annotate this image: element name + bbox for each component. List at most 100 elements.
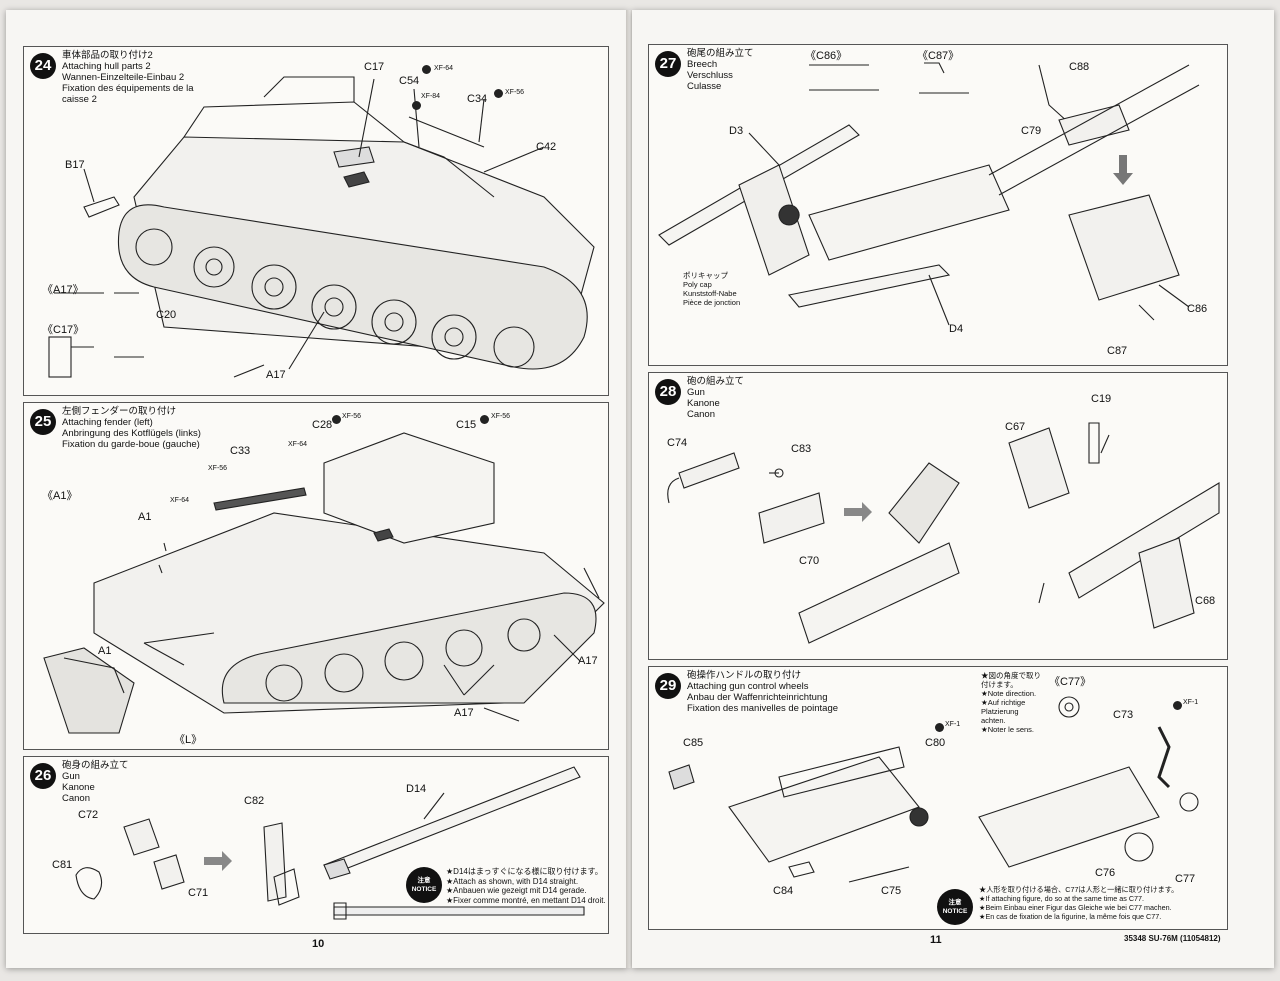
- paint-xf1: XF-1: [945, 721, 961, 728]
- notice-badge: 注意 NOTICE: [406, 867, 442, 903]
- notice-badge-jp: 注意: [948, 899, 962, 906]
- polycap-note: ポリキャップ Poly cap Kunststoff-Nabe Pièce de…: [683, 271, 740, 307]
- title-jp: 砲身の組み立て: [62, 760, 129, 771]
- step-28-panel: 28 砲の組み立て Gun Kanone Canon C74 C83 C70 C…: [648, 372, 1228, 660]
- title-en: Gun: [62, 771, 80, 782]
- paint-xf56: XF-56: [208, 465, 228, 472]
- step-26-panel: 26 砲身の組み立て Gun Kanone Canon D14 C72 C82 …: [23, 756, 609, 934]
- label-c76: C76: [1095, 867, 1116, 879]
- notice-line-en: ★If attaching figure, do so at the same …: [979, 894, 1145, 903]
- title-de: Anbringung des Kotflügels (links): [62, 428, 201, 439]
- step-titles: 砲操作ハンドルの取り付け Attaching gun control wheel…: [687, 670, 838, 714]
- notice-line-fr: ★En cas de fixation de la figurine, la m…: [979, 912, 1162, 921]
- label-c86: C86: [1187, 303, 1208, 315]
- title-de: Verschluss: [687, 70, 733, 81]
- notice-line-fr: ★Fixer comme montré, en mettant D14 droi…: [446, 895, 606, 905]
- title-de: Kanone: [687, 398, 720, 409]
- notice-badge-jp: 注意: [417, 877, 431, 884]
- paint-xf56: XF-56: [505, 89, 525, 96]
- page-number-left: 10: [312, 938, 325, 950]
- polycap-jp: ポリキャップ: [683, 271, 728, 280]
- paint-dot: [480, 415, 489, 424]
- label-c75: C75: [881, 885, 902, 897]
- label-b17: B17: [65, 159, 85, 171]
- notice-line-de: ★Beim Einbau einer Figur das Gleiche wie…: [979, 903, 1172, 912]
- label-c17: C17: [364, 61, 385, 73]
- title-de: Kanone: [62, 782, 95, 793]
- paint-xf64: XF-64: [434, 65, 454, 72]
- paint-dot: [1173, 701, 1182, 710]
- label-c71: C71: [188, 887, 209, 899]
- title-de: Anbau der Waffenrichteinrichtung: [687, 692, 828, 703]
- polycap-en: Poly cap: [683, 280, 712, 289]
- label-c77-sub: 《C77》: [1049, 676, 1092, 688]
- notice-text: ★人形を取り付ける場合、C77は人形と一緒に取り付けます。 ★If attach…: [979, 885, 1178, 921]
- label-c20: C20: [156, 309, 177, 321]
- step-titles: 砲尾の組み立て Breech Verschluss Culasse: [687, 48, 754, 92]
- title-en: Gun: [687, 387, 705, 398]
- gun-assembly-drawing: [667, 422, 1220, 644]
- paint-dot: [935, 723, 944, 732]
- title-de: Wannen-Einzelteile-Einbau 2: [62, 72, 185, 83]
- label-sub-a1: 《A1》: [42, 490, 78, 502]
- label-d14: D14: [406, 783, 427, 795]
- label-c84: C84: [773, 885, 794, 897]
- label-d4: D4: [949, 323, 964, 335]
- notice-line-jp: ★D14はまっすぐになる様に取り付けます。: [446, 867, 603, 876]
- title-en: Attaching gun control wheels: [687, 681, 809, 692]
- title-fr: Fixation du garde-boue (gauche): [62, 439, 200, 450]
- notice-badge-en: NOTICE: [411, 886, 437, 893]
- note-jp2: 付けます。: [981, 680, 1018, 689]
- title-en: Attaching hull parts 2: [62, 61, 151, 72]
- paint-dot: [412, 101, 421, 110]
- paint-dot: [422, 65, 431, 74]
- label-d3: D3: [729, 125, 744, 137]
- notice-line-jp: ★人形を取り付ける場合、C77は人形と一緒に取り付けます。: [979, 885, 1179, 894]
- label-c86-sub: 《C86》: [805, 50, 848, 62]
- note-jp1: ★図の角度で取り: [981, 671, 1041, 680]
- title-fr-cont: caisse 2: [62, 94, 97, 105]
- label-c70: C70: [799, 555, 820, 567]
- gun-barrel-drawing: [75, 766, 585, 920]
- step-number: 29: [655, 673, 681, 699]
- step-titles: 砲の組み立て Gun Kanone Canon: [687, 376, 744, 420]
- step-number: 27: [655, 51, 681, 77]
- paint-xf56: XF-56: [342, 413, 362, 420]
- note-fr: ★Noter le sens.: [981, 725, 1034, 734]
- label-c15: C15: [456, 419, 477, 431]
- label-a1-left: A1: [98, 645, 112, 657]
- title-fr: Fixation des manivelles de pointage: [687, 703, 839, 714]
- label-c77: C77: [1175, 873, 1196, 885]
- label-a1-top: A1: [138, 511, 152, 523]
- notice-badge: 注意 NOTICE: [937, 889, 973, 925]
- title-jp: 左側フェンダーの取り付け: [62, 406, 177, 417]
- step-number: 28: [655, 379, 681, 405]
- label-c80: C80: [925, 737, 946, 749]
- label-sub-a17: 《A17》: [42, 284, 84, 296]
- page-number-right: 11: [930, 934, 942, 946]
- label-c72: C72: [78, 809, 99, 821]
- step-titles: 左側フェンダーの取り付け Attaching fender (left) Anb…: [62, 406, 201, 450]
- label-c79: C79: [1021, 125, 1042, 137]
- notice-line-de: ★Anbauen wie gezeigt mit D14 gerade.: [446, 886, 587, 895]
- title-jp: 砲操作ハンドルの取り付け: [687, 670, 802, 681]
- paint-xf64: XF-64: [288, 441, 308, 448]
- label-c82: C82: [244, 795, 265, 807]
- label-c28: C28: [312, 419, 333, 431]
- step-titles: 砲身の組み立て Gun Kanone Canon: [62, 760, 129, 804]
- note-de2: Platzierung: [981, 707, 1019, 716]
- paint-dot: [494, 89, 503, 98]
- polycap-de: Kunststoff-Nabe: [683, 289, 737, 298]
- title-en: Breech: [687, 59, 718, 70]
- note-direction: ★図の角度で取り 付けます。 ★Note direction. ★Auf ric…: [981, 671, 1041, 734]
- label-c85: C85: [683, 737, 704, 749]
- product-code: 35348 SU-76M (11054812): [1124, 934, 1221, 943]
- title-en: Attaching fender (left): [62, 417, 153, 428]
- label-c54: C54: [399, 75, 420, 87]
- label-c34: C34: [467, 93, 488, 105]
- title-jp: 砲尾の組み立て: [687, 48, 754, 59]
- title-fr: Canon: [62, 793, 90, 804]
- step-29-panel: 29 砲操作ハンドルの取り付け Attaching gun control wh…: [648, 666, 1228, 930]
- label-a17-bottom: A17: [454, 707, 474, 719]
- paint-xf64: XF-64: [170, 497, 190, 504]
